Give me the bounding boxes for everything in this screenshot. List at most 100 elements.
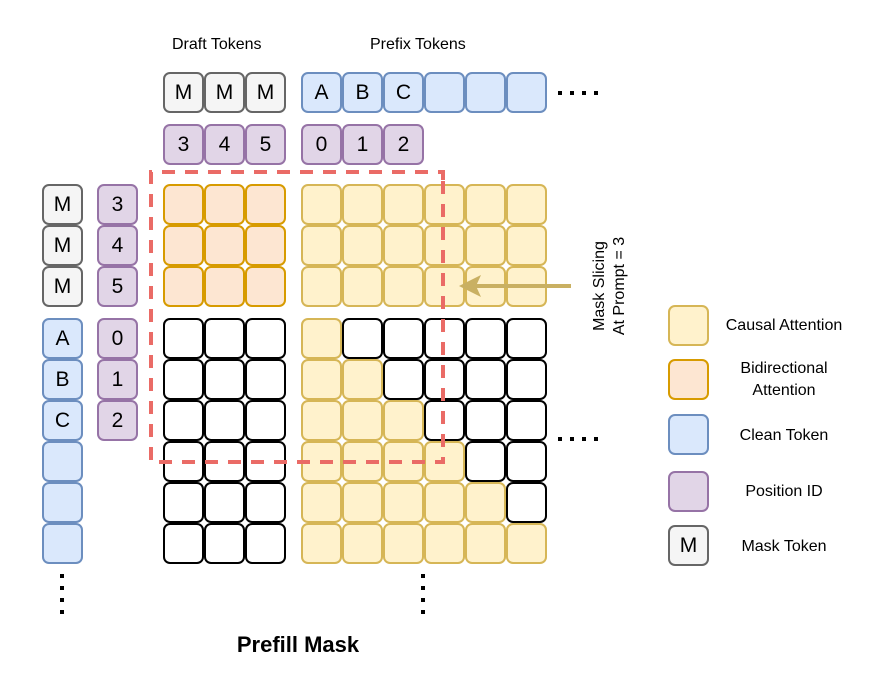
- causal-cell: [383, 225, 424, 266]
- masked-cell: [245, 318, 286, 359]
- prefix-clean-token: B: [342, 72, 383, 113]
- causal-cell: [383, 441, 424, 482]
- bidirectional-cell: [163, 225, 204, 266]
- masked-cell: [383, 359, 424, 400]
- bidirectional-cell: [245, 225, 286, 266]
- causal-cell: [342, 359, 383, 400]
- masked-cell: [245, 441, 286, 482]
- top-ellipsis: [558, 91, 598, 95]
- causal-cell: [506, 266, 547, 307]
- bidirectional-cell: [245, 184, 286, 225]
- causal-cell: [383, 184, 424, 225]
- row-clean-token: [42, 523, 83, 564]
- prefix-clean-token: A: [301, 72, 342, 113]
- causal-cell: [424, 441, 465, 482]
- causal-cell: [342, 441, 383, 482]
- masked-cell: [204, 523, 245, 564]
- masked-cell: [465, 318, 506, 359]
- legend-label-bidir: Bidirectional Attention: [740, 360, 828, 399]
- row-position-id: 0: [97, 318, 138, 359]
- mask-slicing-annotation: Mask Slicing At Prompt = 3: [590, 237, 630, 335]
- left-ellipsis: [60, 574, 64, 614]
- prefix-position-id: 1: [342, 124, 383, 165]
- annotation-line-2: At Prompt = 3: [611, 236, 628, 336]
- causal-cell: [342, 184, 383, 225]
- causal-cell: [301, 441, 342, 482]
- causal-cell: [301, 359, 342, 400]
- masked-cell: [506, 400, 547, 441]
- causal-cell: [383, 482, 424, 523]
- prefix-clean-token: [465, 72, 506, 113]
- row-clean-token: C: [42, 400, 83, 441]
- legend-swatch-bidir: [668, 359, 709, 400]
- legend-swatch-causal: [668, 305, 709, 346]
- bidirectional-cell: [204, 266, 245, 307]
- causal-cell: [424, 266, 465, 307]
- masked-cell: [383, 318, 424, 359]
- masked-cell: [245, 400, 286, 441]
- grid-right-ellipsis: [558, 437, 598, 441]
- row-clean-token: [42, 441, 83, 482]
- row-mask-token: M: [42, 184, 83, 225]
- legend-swatch-pos: [668, 471, 709, 512]
- masked-cell: [465, 359, 506, 400]
- masked-cell: [163, 441, 204, 482]
- annotation-line-1: Mask Slicing: [591, 241, 608, 331]
- masked-cell: [245, 359, 286, 400]
- causal-cell: [301, 523, 342, 564]
- causal-cell: [342, 523, 383, 564]
- masked-cell: [424, 400, 465, 441]
- causal-cell: [342, 266, 383, 307]
- causal-cell: [301, 225, 342, 266]
- bidirectional-cell: [204, 225, 245, 266]
- legend-swatch-clean: [668, 414, 709, 455]
- masked-cell: [424, 318, 465, 359]
- masked-cell: [506, 318, 547, 359]
- legend-label-clean: Clean Token: [739, 427, 829, 444]
- prefix-tokens-header: Prefix Tokens: [370, 36, 466, 53]
- causal-cell: [301, 400, 342, 441]
- draft-position-id: 3: [163, 124, 204, 165]
- legend-label-mask: Mask Token: [741, 538, 827, 555]
- causal-cell: [383, 266, 424, 307]
- masked-cell: [465, 400, 506, 441]
- causal-cell: [424, 523, 465, 564]
- causal-cell: [342, 400, 383, 441]
- masked-cell: [204, 359, 245, 400]
- causal-cell: [465, 523, 506, 564]
- prefix-clean-token: [424, 72, 465, 113]
- bidirectional-cell: [163, 266, 204, 307]
- causal-cell: [383, 523, 424, 564]
- causal-cell: [301, 482, 342, 523]
- causal-cell: [383, 400, 424, 441]
- draft-position-id: 5: [245, 124, 286, 165]
- prefix-position-id: 2: [383, 124, 424, 165]
- masked-cell: [204, 441, 245, 482]
- row-clean-token: [42, 482, 83, 523]
- masked-cell: [163, 359, 204, 400]
- legend-label-pos: Position ID: [745, 483, 823, 500]
- masked-cell: [204, 400, 245, 441]
- prefix-clean-token: [506, 72, 547, 113]
- masked-cell: [163, 482, 204, 523]
- causal-cell: [424, 225, 465, 266]
- grid-bottom-ellipsis: [421, 574, 425, 614]
- row-position-id: 1: [97, 359, 138, 400]
- legend-label-causal: Causal Attention: [725, 317, 843, 334]
- causal-cell: [342, 225, 383, 266]
- causal-cell: [465, 266, 506, 307]
- masked-cell: [163, 523, 204, 564]
- bidirectional-cell: [204, 184, 245, 225]
- row-clean-token: A: [42, 318, 83, 359]
- causal-cell: [465, 184, 506, 225]
- causal-cell: [424, 184, 465, 225]
- causal-cell: [301, 184, 342, 225]
- causal-cell: [506, 184, 547, 225]
- legend-swatch-mask: M: [668, 525, 709, 566]
- masked-cell: [163, 318, 204, 359]
- prefix-clean-token: C: [383, 72, 424, 113]
- prefix-position-id: 0: [301, 124, 342, 165]
- masked-cell: [342, 318, 383, 359]
- causal-cell: [342, 482, 383, 523]
- masked-cell: [163, 400, 204, 441]
